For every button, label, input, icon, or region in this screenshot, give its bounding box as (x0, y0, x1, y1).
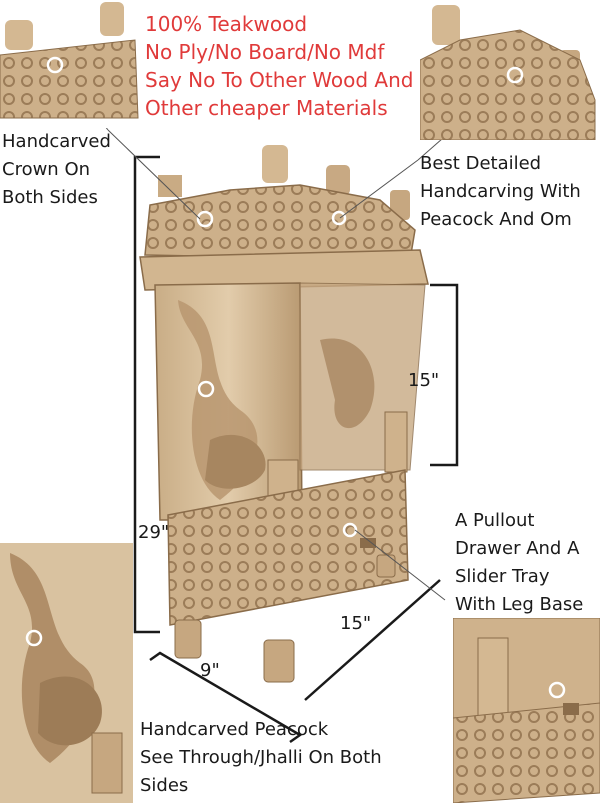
label-drawer: A Pullout Drawer And A Slider Tray With … (455, 510, 584, 615)
label-crown: Handcarved Crown On Both Sides (2, 131, 111, 208)
label-peacock-om: Best Detailed Handcarving With Peacock A… (420, 153, 581, 230)
inset-crown-closeup (0, 0, 140, 128)
dimension-height: 29" (138, 522, 170, 543)
header-material-text: 100% Teakwood No Ply/No Board/No Mdf Say… (145, 12, 414, 120)
inset-om-closeup (420, 0, 600, 140)
left-jhalli-panel (154, 282, 303, 521)
inset-drawer-closeup (453, 618, 600, 803)
dimension-width: 9" (200, 660, 220, 681)
dimension-lines (133, 155, 459, 744)
dimension-depth: 15" (340, 613, 372, 634)
carved-crown (144, 184, 416, 261)
label-jhalli: Handcarved Peacock See Through/Jhalli On… (140, 719, 382, 796)
dimension-inner-height: 15" (408, 370, 440, 391)
inset-jhalli-closeup (0, 543, 133, 803)
drawer-base (167, 469, 409, 626)
roof-slab (139, 249, 429, 291)
